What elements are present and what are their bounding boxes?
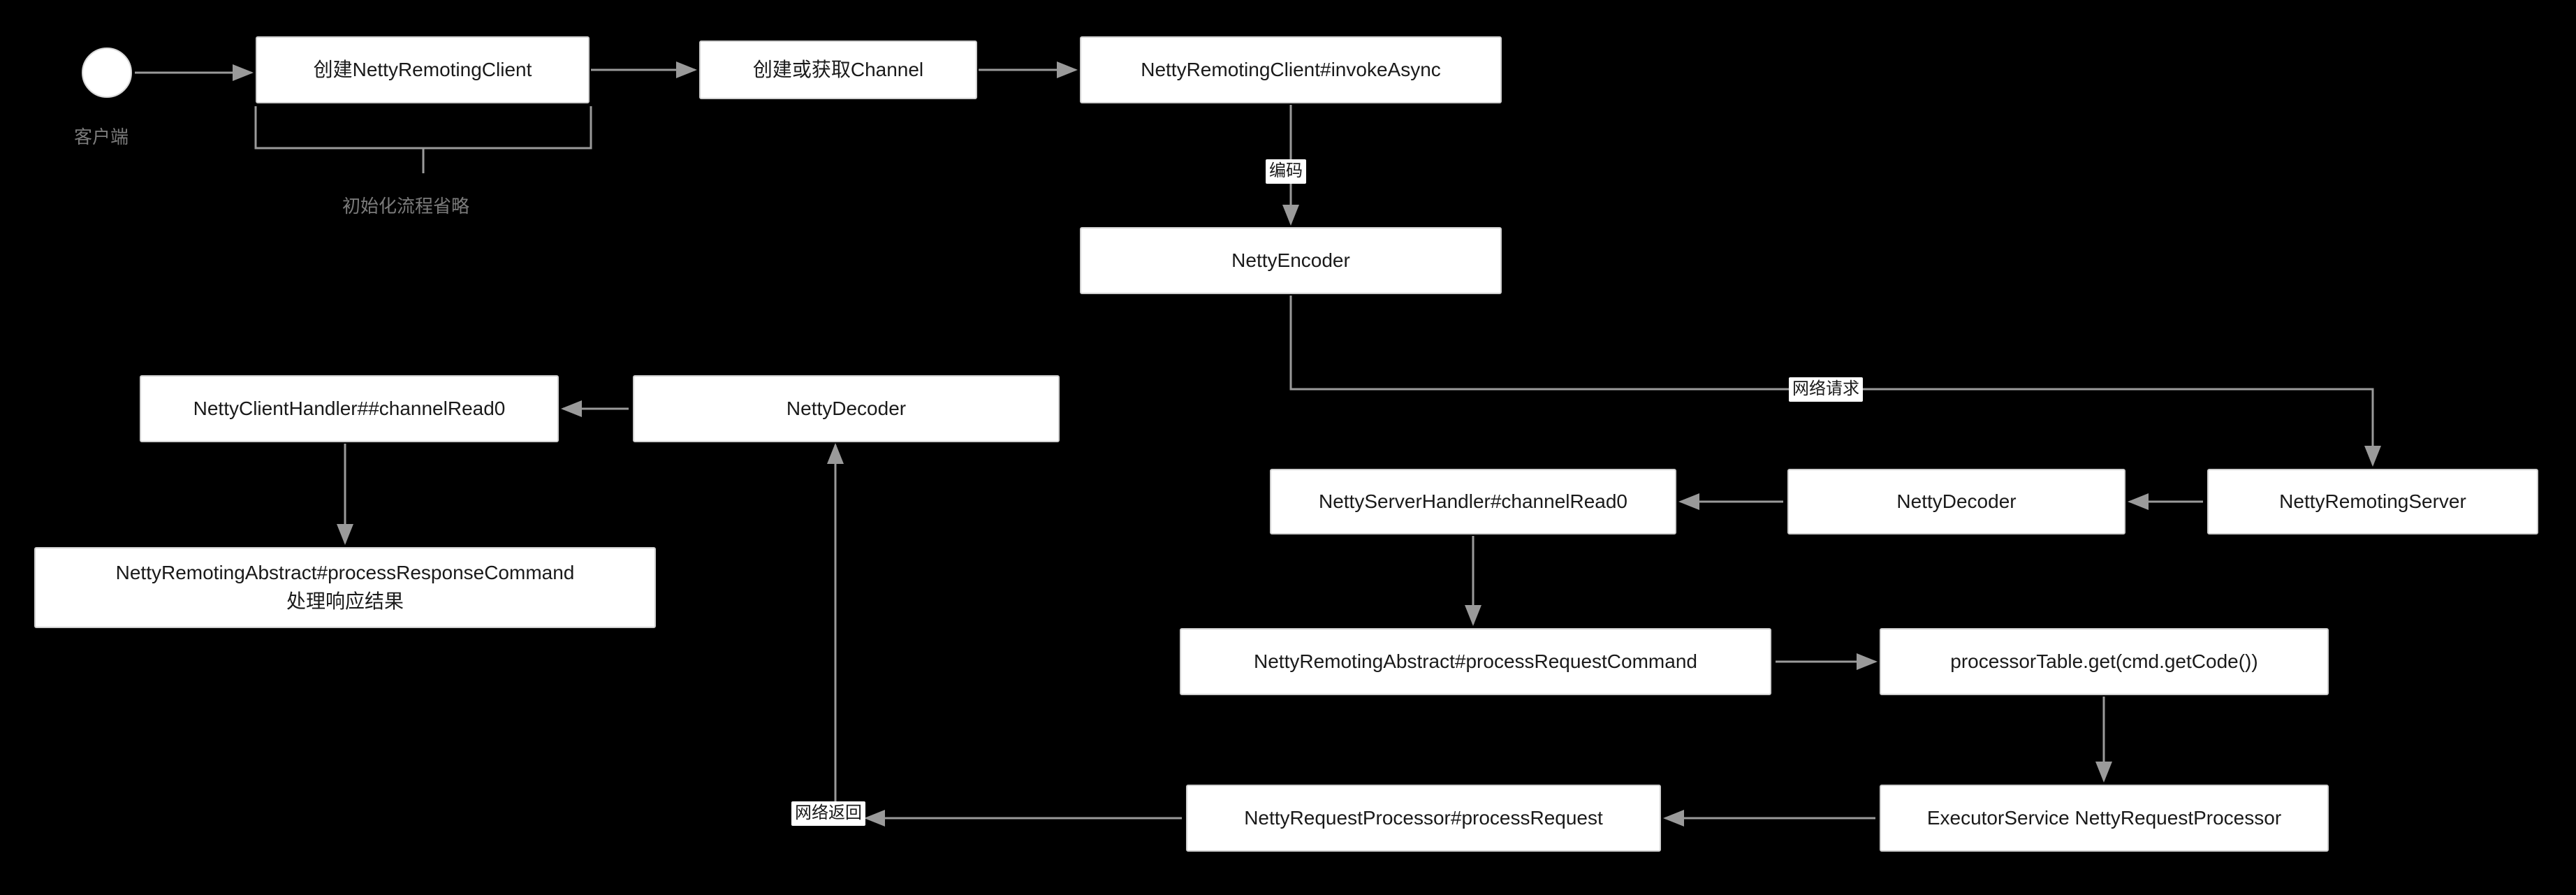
node-processor-table-get[interactable]: processorTable.get(cmd.getCode()) xyxy=(1880,628,2329,695)
node-netty-remoting-abstract-process-response-command[interactable]: NettyRemotingAbstract#processResponseCom… xyxy=(34,547,656,628)
node-executor-service-netty-request-processor[interactable]: ExecutorService NettyRequestProcessor xyxy=(1880,785,2329,852)
node-create-netty-remoting-client[interactable]: 创建NettyRemotingClient xyxy=(256,36,590,103)
edge-label-network-request: 网络请求 xyxy=(1789,377,1863,402)
node-netty-request-processor-process-request[interactable]: NettyRequestProcessor#processRequest xyxy=(1186,785,1661,852)
node-netty-remoting-client-invoke-async[interactable]: NettyRemotingClient#invokeAsync xyxy=(1080,36,1502,103)
client-label: 客户端 xyxy=(74,126,129,147)
edge-label-network-return: 网络返回 xyxy=(791,801,865,826)
node-create-or-get-channel[interactable]: 创建或获取Channel xyxy=(699,41,977,99)
node-netty-decoder-client[interactable]: NettyDecoder xyxy=(633,375,1060,442)
client-node-circle xyxy=(82,48,132,98)
node-netty-decoder-server[interactable]: NettyDecoder xyxy=(1787,469,2125,534)
node-netty-server-handler-channel-read0[interactable]: NettyServerHandler#channelRead0 xyxy=(1270,469,1676,534)
node-netty-client-handler-channel-read0[interactable]: NettyClientHandler##channelRead0 xyxy=(140,375,559,442)
init-flow-omitted-label: 初始化流程省略 xyxy=(342,196,470,217)
node-netty-remoting-abstract-process-request-command[interactable]: NettyRemotingAbstract#processRequestComm… xyxy=(1180,628,1771,695)
node-netty-encoder[interactable]: NettyEncoder xyxy=(1080,227,1502,294)
edge-label-encode: 编码 xyxy=(1266,159,1306,184)
node-netty-remoting-server[interactable]: NettyRemotingServer xyxy=(2207,469,2538,534)
